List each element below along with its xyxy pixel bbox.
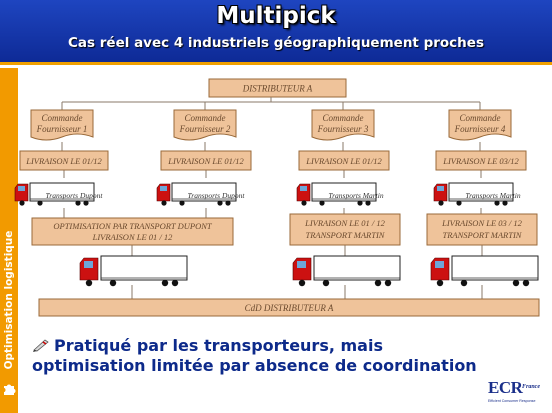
delivery-truck-2 — [292, 255, 401, 287]
order-box-4: Commande Fournisseur 4 — [448, 109, 512, 141]
carrier-truck-3: Transports Martin — [296, 182, 384, 207]
delivery-4-label: LIVRAISON LE 03/12 — [442, 156, 519, 166]
carrier-4-label: Transports Martin — [465, 191, 520, 200]
slide-subtitle: Cas réel avec 4 industriels géographique… — [68, 35, 484, 51]
delivery-truck-1 — [79, 255, 188, 287]
order-2-line2: Fournisseur 2 — [179, 124, 231, 134]
header-divider — [0, 62, 552, 65]
consolidated-box-3: LIVRAISON LE 03 / 12 TRANSPORT MARTIN — [426, 213, 538, 246]
consolidated-box-2: LIVRAISON LE 01 / 12 TRANSPORT MARTIN — [289, 213, 401, 246]
delivery-box-3: LIVRAISON LE 01/12 — [298, 150, 390, 171]
order-1-line2: Fournisseur 1 — [36, 124, 88, 134]
carrier-1-label: Transports Dupont — [46, 191, 104, 200]
warehouse-label: CdD DISTRIBUTEUR A — [245, 303, 334, 313]
order-box-2: Commande Fournisseur 2 — [173, 109, 237, 141]
delivery-3-label: LIVRAISON LE 01/12 — [305, 156, 382, 166]
consolidated-2-line1: LIVRAISON LE 01 / 12 — [304, 218, 386, 228]
carrier-3-label: Transports Martin — [328, 191, 383, 200]
carrier-truck-4: Transports Martin — [433, 182, 521, 207]
bullet-line-2: optimisation limitée par absence de coor… — [32, 356, 477, 375]
bullet-line-1: Pratiqué par les transporteurs, mais — [32, 336, 542, 355]
logo-tagline: Efficient Consumer Response — [488, 399, 536, 403]
distributor-box: DISTRIBUTEUR A — [208, 78, 347, 98]
warehouse-box: CdD DISTRIBUTEUR A — [38, 298, 540, 317]
slide-title: Multipick — [216, 3, 336, 29]
order-box-3: Commande Fournisseur 3 — [311, 109, 375, 141]
carrier-truck-1: Transports Dupont — [14, 182, 104, 207]
puzzle-piece-icon — [4, 384, 16, 395]
order-4-line1: Commande — [460, 113, 501, 123]
consolidated-3-line2: TRANSPORT MARTIN — [443, 230, 523, 240]
delivery-box-1: LIVRAISON LE 01/12 — [19, 150, 109, 171]
order-3-line1: Commande — [323, 113, 364, 123]
logo-country: France — [522, 384, 540, 390]
consolidated-2-line2: TRANSPORT MARTIN — [306, 230, 386, 240]
consolidated-1-line2: LIVRAISON LE 01 / 12 — [92, 232, 174, 242]
delivery-2-label: LIVRAISON LE 01/12 — [167, 156, 244, 166]
carrier-truck-2: Transports Dupont — [156, 182, 246, 207]
delivery-truck-3 — [430, 255, 539, 287]
order-2-line1: Commande — [185, 113, 226, 123]
consolidated-box-1: OPTIMISATION PAR TRANSPORT DUPONT LIVRAI… — [31, 217, 234, 246]
logo-brand: ECR — [488, 378, 523, 397]
order-box-1: Commande Fournisseur 1 — [30, 109, 94, 141]
slide-header: Multipick Cas réel avec 4 industriels gé… — [0, 0, 552, 62]
sidebar-band: Optimisation logistique — [0, 68, 18, 413]
consolidated-3-line1: LIVRAISON LE 03 / 12 — [441, 218, 523, 228]
ecr-france-logo: ECR France Efficient Consumer Response — [488, 378, 544, 408]
delivery-box-2: LIVRAISON LE 01/12 — [160, 150, 252, 171]
bullet-text-1: Pratiqué par les transporteurs, mais — [54, 336, 383, 355]
consolidated-1-line1: OPTIMISATION PAR TRANSPORT DUPONT — [53, 221, 213, 231]
delivery-box-4: LIVRAISON LE 03/12 — [435, 150, 527, 171]
order-1-line1: Commande — [42, 113, 83, 123]
order-3-line2: Fournisseur 3 — [317, 124, 369, 134]
carrier-2-label: Transports Dupont — [188, 191, 246, 200]
distributor-label: DISTRIBUTEUR A — [242, 84, 313, 94]
connector-lines — [61, 97, 483, 299]
order-4-line2: Fournisseur 4 — [454, 124, 506, 134]
delivery-1-label: LIVRAISON LE 01/12 — [25, 156, 102, 166]
pen-bullet-icon — [33, 339, 49, 352]
